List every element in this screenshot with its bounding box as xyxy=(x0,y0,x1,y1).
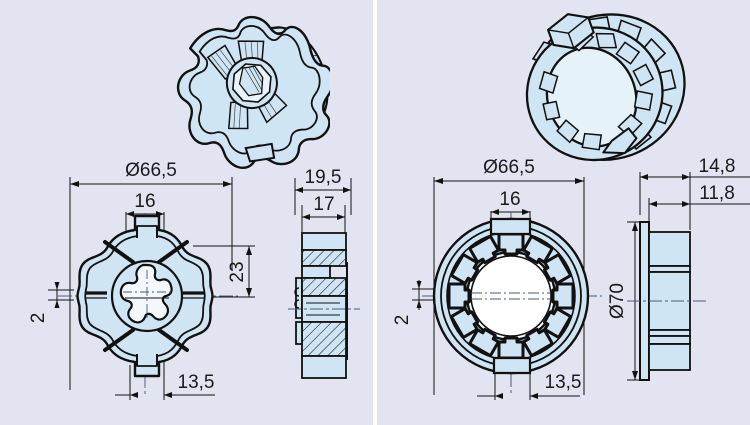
right-isometric-view xyxy=(525,13,686,162)
dim-label-flange-diameter-right: Ø70 xyxy=(607,283,628,319)
dim-label-hub-height-left: 23 xyxy=(227,261,248,282)
dim-overall-width-left xyxy=(294,178,352,215)
dim-label-rib-thickness-right: 2 xyxy=(392,315,413,326)
dim-body-width-right xyxy=(648,198,750,230)
dim-overall-width-right xyxy=(639,172,750,215)
left-isometric-view xyxy=(176,15,330,169)
left-section-view: 19,5 17 xyxy=(288,167,360,379)
dim-label-overall-width-right: 14,8 xyxy=(699,156,736,177)
dim-label-overall-width-left: 19,5 xyxy=(305,167,342,188)
left-front-view: Ø66,5 16 23 xyxy=(28,160,255,400)
right-section-view: 14,8 11,8 xyxy=(607,156,750,381)
dim-label-key-width-top-right: 16 xyxy=(499,189,520,210)
dim-label-outer-diameter-left: Ø66,5 xyxy=(125,160,177,181)
right-section-body xyxy=(627,221,707,381)
left-section-body xyxy=(288,232,360,379)
dim-label-outer-diameter-right: Ø66,5 xyxy=(483,157,535,178)
dim-label-key-width-top-left: 16 xyxy=(134,191,155,212)
dim-label-rib-thickness-left: 2 xyxy=(28,313,49,324)
dim-label-body-width-left: 17 xyxy=(313,194,334,215)
panel-left-canvas: Ø66,5 16 23 xyxy=(28,15,360,400)
dim-rib-thickness-left xyxy=(48,282,74,308)
panel-right-canvas: Ø66,5 16 2 xyxy=(392,13,750,400)
dim-label-key-width-bottom-left: 13,5 xyxy=(178,372,215,393)
dim-outer-diameter-left xyxy=(69,177,233,390)
dim-key-width-bottom-left xyxy=(115,355,215,400)
dim-label-body-width-right: 11,8 xyxy=(699,183,735,204)
panel-right-adapter-ring: Ø66,5 16 2 xyxy=(377,0,750,425)
panel-left-driver-adapter: Ø66,5 16 23 xyxy=(0,0,373,425)
dim-label-key-width-bottom-right: 13,5 xyxy=(545,372,582,393)
right-front-view: Ø66,5 16 2 xyxy=(392,157,602,400)
panel-divider xyxy=(373,0,377,425)
